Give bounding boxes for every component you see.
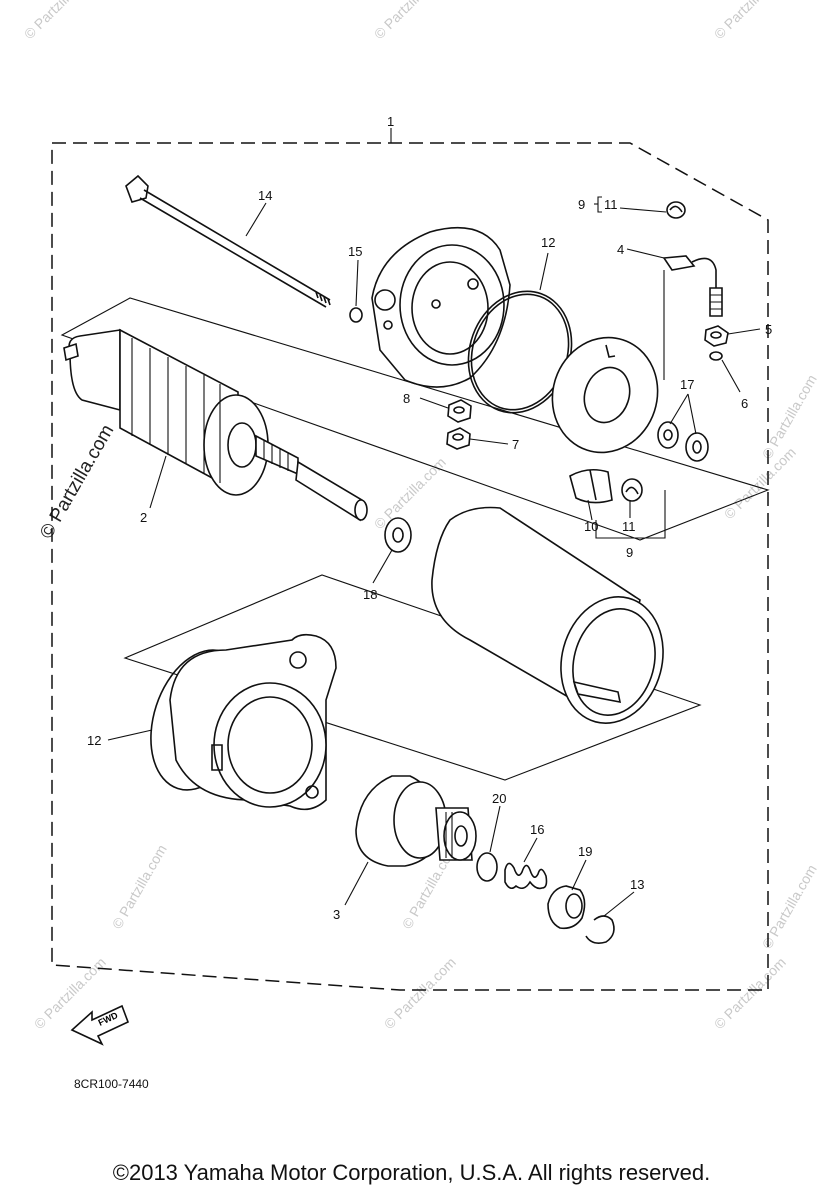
leader-lines bbox=[107, 128, 761, 917]
assembly-boundary bbox=[51, 142, 769, 991]
collar-19 bbox=[547, 885, 586, 930]
clip-13 bbox=[585, 915, 615, 944]
upper-reference-plane bbox=[60, 297, 770, 541]
screw-11-top bbox=[666, 201, 686, 219]
lower-reference-plane bbox=[123, 574, 702, 781]
callout-19: 19 bbox=[578, 844, 592, 859]
circlip-20 bbox=[476, 852, 498, 882]
callout-5: 5 bbox=[765, 322, 772, 337]
watermark-ml2: © Partzilla.com bbox=[109, 842, 170, 932]
callout-12-lower: 12 bbox=[87, 733, 101, 748]
armature-2 bbox=[63, 328, 368, 522]
watermark-tr: © Partzilla.com bbox=[711, 0, 789, 42]
watermark-br: © Partzilla.com bbox=[711, 954, 789, 1032]
callout-3: 3 bbox=[333, 907, 340, 922]
copyright-footer: ©2013 Yamaha Motor Corporation, U.S.A. A… bbox=[112, 1160, 711, 1185]
brush-plate bbox=[551, 336, 659, 454]
washer-5 bbox=[704, 325, 729, 347]
watermark-tl: © Partzilla.com bbox=[21, 0, 99, 42]
watermark-mc: © Partzilla.com bbox=[371, 454, 449, 532]
callout-16: 16 bbox=[530, 822, 544, 837]
watermark-main: © Partzilla.com bbox=[36, 421, 118, 542]
callout-6: 6 bbox=[741, 396, 748, 411]
callout-17: 17 bbox=[680, 377, 694, 392]
front-cover bbox=[169, 633, 337, 811]
rear-cover bbox=[371, 226, 511, 388]
callout-20: 20 bbox=[492, 791, 506, 806]
callout-1: 1 bbox=[387, 114, 394, 129]
callout-11-top: 11 bbox=[604, 197, 618, 212]
yoke-housing bbox=[431, 506, 664, 724]
callout-14: 14 bbox=[258, 188, 272, 203]
watermark-bc: © Partzilla.com bbox=[381, 954, 459, 1032]
callout-13: 13 bbox=[630, 877, 644, 892]
o-ring-15 bbox=[349, 307, 363, 323]
callout-labels: 1 2 3 4 5 6 7 8 9 9 10 11 11 12 12 13 14… bbox=[87, 114, 772, 922]
washer-18 bbox=[384, 517, 412, 553]
callout-9-bottom: 9 bbox=[626, 545, 633, 560]
pinion-clutch-3 bbox=[355, 775, 477, 867]
callout-7: 7 bbox=[512, 437, 519, 452]
callout-9-top: 9 bbox=[578, 197, 585, 212]
spring-16 bbox=[504, 862, 548, 890]
callout-11-bottom: 11 bbox=[622, 519, 636, 534]
watermark-tc: © Partzilla.com bbox=[371, 0, 449, 42]
washers-17 bbox=[657, 421, 709, 462]
callout-2: 2 bbox=[140, 510, 147, 525]
callout-18: 18 bbox=[363, 587, 377, 602]
terminal-lead-4 bbox=[662, 255, 723, 380]
callout-4: 4 bbox=[617, 242, 624, 257]
screw-11-bottom bbox=[621, 478, 643, 502]
callout-8: 8 bbox=[403, 391, 410, 406]
drawing-code: 8CR100-7440 bbox=[74, 1077, 149, 1091]
callout-10: 10 bbox=[584, 519, 598, 534]
nut-7 bbox=[446, 427, 471, 450]
callout-15: 15 bbox=[348, 244, 362, 259]
o-ring-6 bbox=[709, 351, 723, 361]
nut-8 bbox=[447, 399, 472, 423]
fwd-arrow-icon: FWD bbox=[70, 1004, 130, 1046]
through-bolt bbox=[125, 174, 331, 308]
callout-12-upper: 12 bbox=[541, 235, 555, 250]
brush-10 bbox=[569, 468, 613, 504]
watermark-mr: © Partzilla.com bbox=[721, 444, 799, 522]
group-bracket-9 bbox=[595, 490, 666, 539]
